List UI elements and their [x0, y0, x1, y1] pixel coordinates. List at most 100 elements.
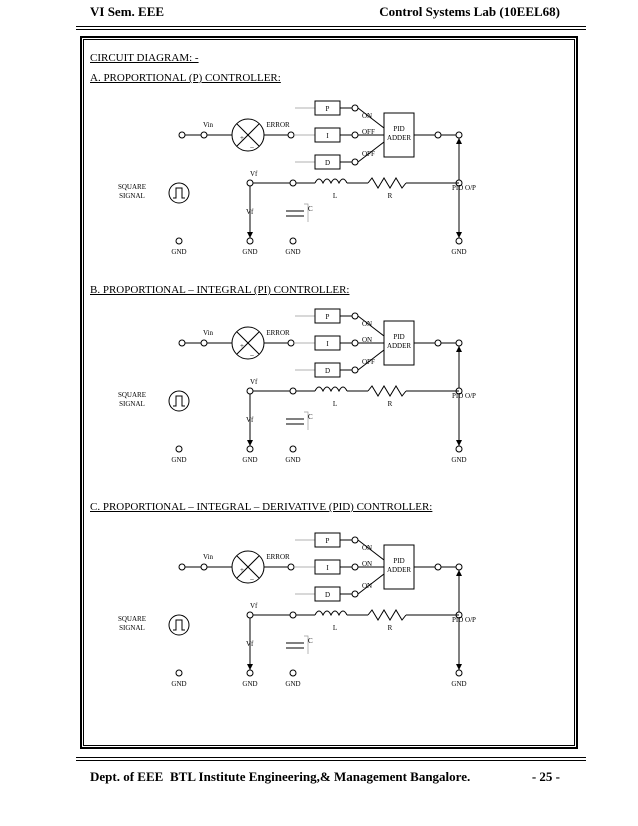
vin-label: Vin [203, 329, 214, 337]
header-right: Control Systems Lab (10EEL68) [379, 4, 560, 19]
switch-d-state: ON [362, 582, 372, 590]
error-terminal [287, 563, 295, 571]
pid-op-label: PID O/P [452, 616, 476, 624]
i-switch-terminal [351, 339, 359, 347]
gnd-3-terminal [289, 669, 297, 677]
p-switch-lead [357, 539, 385, 561]
error-terminal [287, 339, 295, 347]
capacitor-label: C [308, 637, 313, 645]
pid-op-label: PID O/P [452, 184, 476, 192]
d-switch-terminal [351, 366, 359, 374]
minus-sign: _ [249, 141, 254, 149]
header-left: VI Sem. EEE [90, 4, 165, 19]
switch-i-state: ON [362, 560, 372, 568]
inductor-coil [314, 178, 348, 185]
gnd-4-label: GND [451, 248, 466, 256]
gnd-4-terminal [455, 237, 463, 245]
footer-dept: Dept. of EEE [90, 769, 164, 784]
footer-institute: BTL Institute Engineering,& Management B… [170, 769, 471, 784]
square-wave-symbol [173, 187, 185, 199]
error-label: ERROR [266, 553, 290, 561]
minus-sign: _ [249, 573, 254, 581]
i-block-label: I [326, 564, 329, 572]
junction-cross-2 [236, 555, 260, 579]
gnd-4-label: GND [451, 456, 466, 464]
gnd-3-terminal [289, 445, 297, 453]
capacitor-lead [304, 635, 309, 654]
capacitor-lead [304, 203, 309, 222]
error-terminal [287, 131, 295, 139]
vf-label-top: Vf [250, 170, 258, 178]
gnd-3-label: GND [285, 456, 300, 464]
square-source [168, 182, 190, 204]
vin-terminal [200, 339, 208, 347]
square-label-2: SIGNAL [119, 192, 145, 200]
vf-label-side: Vf [246, 640, 254, 648]
plus-sign: + [240, 134, 244, 142]
vin-label: Vin [203, 553, 214, 561]
square-label-1: SQUARE [118, 183, 146, 191]
pid-adder-label-2: ADDER [387, 342, 411, 350]
adder-out-terminal [434, 131, 442, 139]
p-switch-lead [357, 315, 385, 337]
circuit-diagram-a: Vin+_ERRORPIDONOFFOFFPIDADDERSQUARESIGNA… [118, 100, 476, 256]
circuit-diagram-c: Vin+_ERRORPIDONONONPIDADDERSQUARESIGNALV… [118, 532, 476, 688]
p-block-label: P [326, 313, 330, 321]
p-switch-terminal [351, 312, 359, 320]
footer-page-number: - 25 - [531, 769, 560, 784]
pid-adder-label-2: ADDER [387, 134, 411, 142]
vf-arrow-down [247, 440, 253, 446]
inductor-label: L [333, 624, 337, 632]
p-block-label: P [326, 537, 330, 545]
vf-terminal [246, 611, 254, 619]
footer-rule-2 [76, 760, 586, 761]
gnd-4-terminal [455, 669, 463, 677]
vin-terminal [200, 563, 208, 571]
header-rule-2 [76, 29, 586, 30]
i-switch-terminal [351, 563, 359, 571]
gnd-2-terminal [246, 445, 254, 453]
resistor-label: R [388, 400, 393, 408]
junction-cross-2 [236, 123, 260, 147]
p-switch-terminal [351, 536, 359, 544]
adder-out-terminal [434, 339, 442, 347]
d-switch-terminal [351, 590, 359, 598]
square-source [168, 614, 190, 636]
vf-terminal [246, 387, 254, 395]
minus-sign: _ [249, 349, 254, 357]
resistor-symbol [367, 385, 407, 397]
pid-adder-label-2: ADDER [387, 566, 411, 574]
output-terminal [455, 563, 463, 571]
gnd-2-terminal [246, 237, 254, 245]
switch-p-state: ON [362, 320, 372, 328]
inductor-label: L [333, 400, 337, 408]
switch-i-state: ON [362, 336, 372, 344]
gnd-2-terminal [246, 669, 254, 677]
pid-op-label: PID O/P [452, 392, 476, 400]
capacitor-label: C [308, 205, 313, 213]
gnd-1-label: GND [171, 456, 186, 464]
resistor-label: R [388, 192, 393, 200]
resistor-symbol [367, 177, 407, 189]
d-switch-lead [357, 573, 385, 595]
inductor-coil [314, 610, 348, 617]
vin-label: Vin [203, 121, 214, 129]
section-title-a: A. PROPORTIONAL (P) CONTROLLER: [90, 72, 281, 84]
vf-label-side: Vf [246, 208, 254, 216]
vf-label-top: Vf [250, 602, 258, 610]
square-label-2: SIGNAL [119, 624, 145, 632]
section-title-b: B. PROPORTIONAL – INTEGRAL (PI) CONTROLL… [90, 284, 350, 296]
d-block-label: D [325, 367, 330, 375]
d-block-label: D [325, 159, 330, 167]
vf-label-side: Vf [246, 416, 254, 424]
square-label-1: SQUARE [118, 391, 146, 399]
inductor-label: L [333, 192, 337, 200]
circuit-diagram-b: Vin+_ERRORPIDONONOFFPIDADDERSQUARESIGNAL… [118, 308, 476, 464]
plus-sign: + [240, 342, 244, 350]
gnd-4-label: GND [451, 680, 466, 688]
output-terminal [455, 131, 463, 139]
i-block-label: I [326, 340, 329, 348]
plant-terminal [289, 611, 297, 619]
output-arrow-up [456, 570, 462, 576]
switch-p-state: ON [362, 544, 372, 552]
